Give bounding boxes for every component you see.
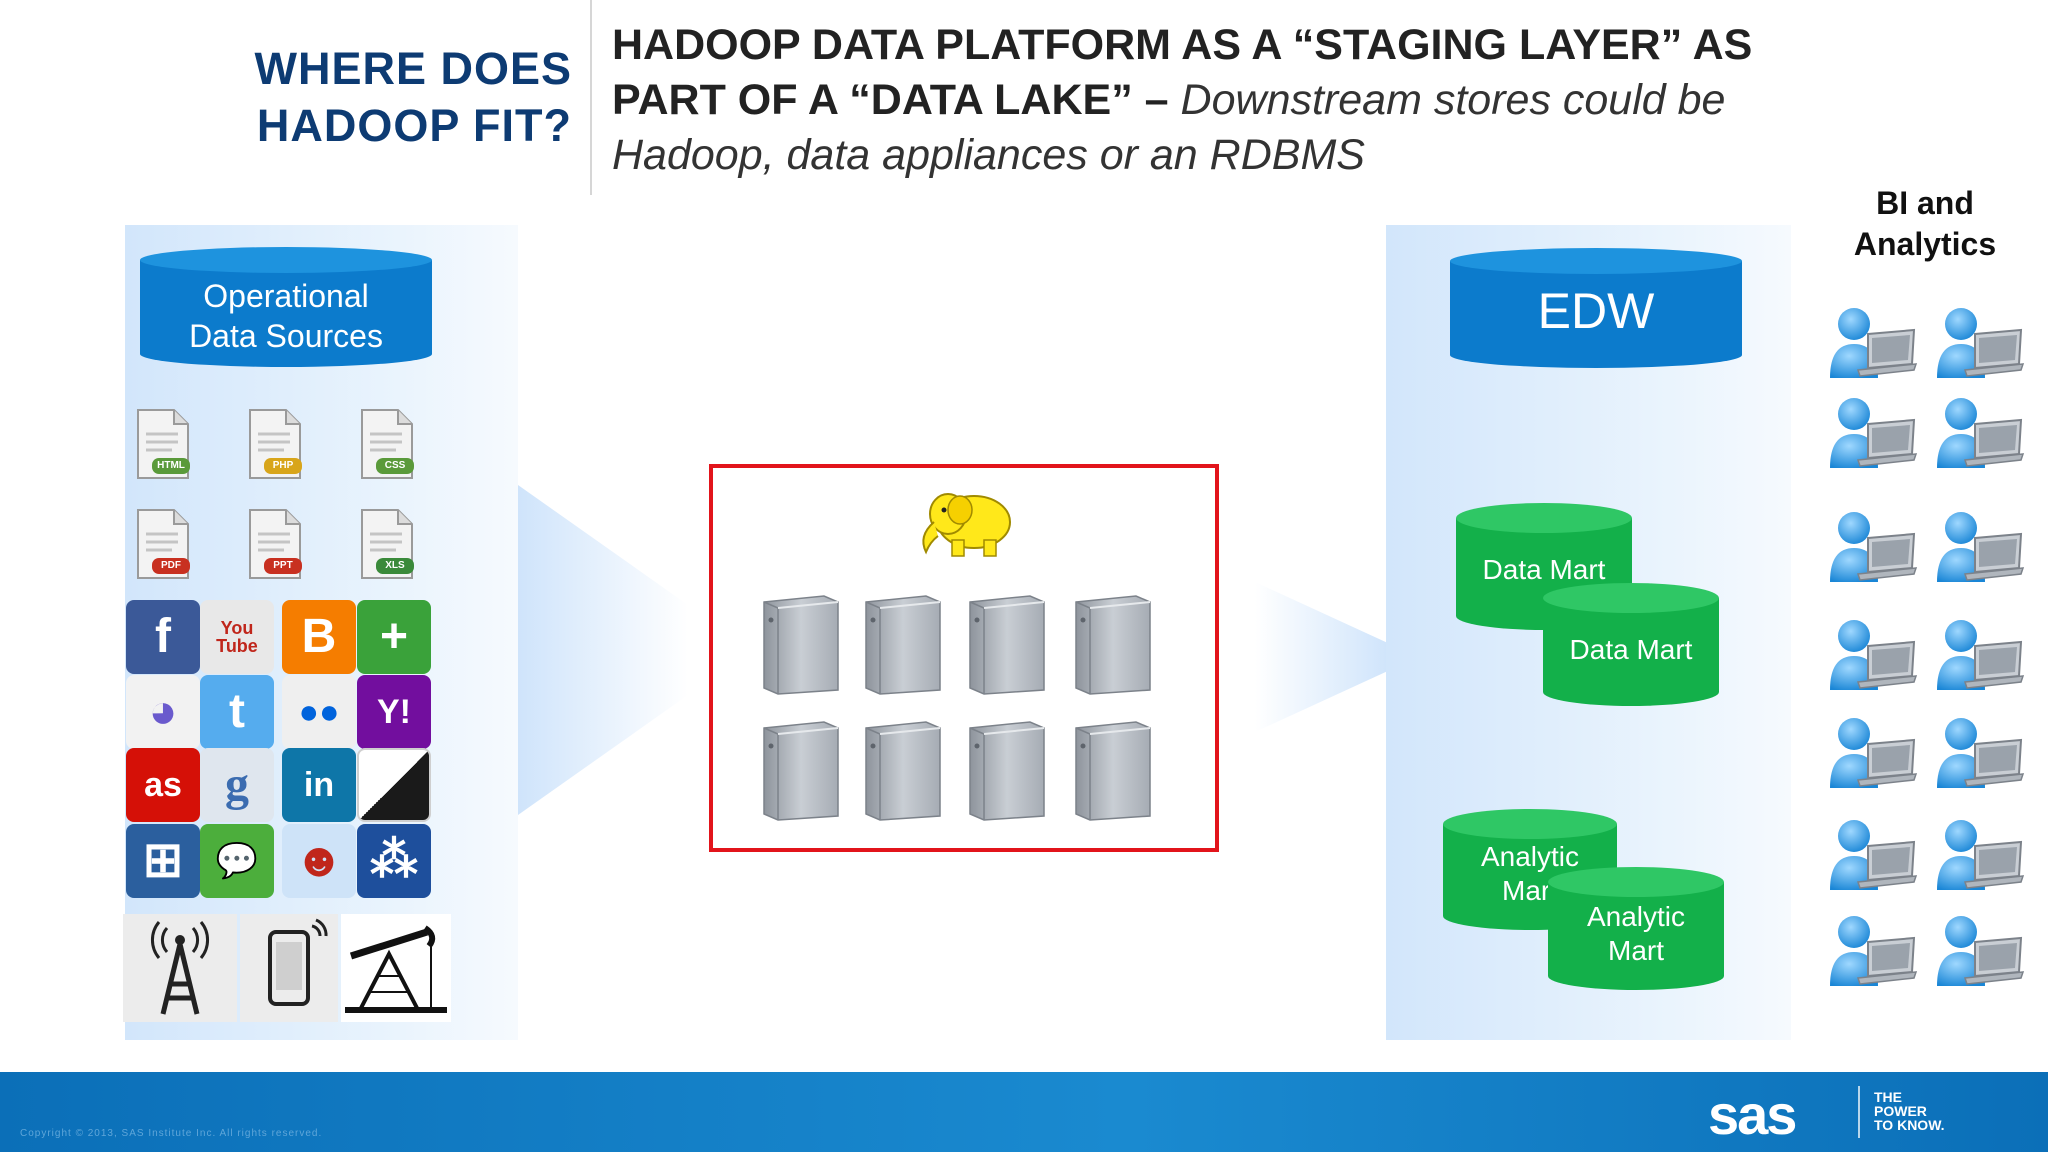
document-badge-label: PDF: [161, 560, 181, 571]
cylinder-shape: [140, 247, 432, 367]
header-divider: [590, 0, 592, 195]
linkedin-glyph: in: [303, 766, 335, 804]
blogger-icon: B: [282, 600, 356, 674]
delicious-icon: [357, 748, 431, 822]
analytic-mart-2-label: Analytic Mart: [1586, 901, 1686, 966]
analytic-mart-2-cylinder: Analytic Mart: [1548, 866, 1724, 990]
user-laptop-icon: [1935, 714, 2027, 792]
server-icon: [960, 718, 1046, 822]
lastfm-icon: as: [126, 748, 200, 822]
section-title-line-2: HADOOP FIT?: [256, 100, 572, 151]
google-icon: g: [200, 748, 274, 822]
chat-glyph: 💬: [215, 842, 259, 880]
picasa-glyph: ◕: [148, 685, 178, 738]
sas-logo: sas: [1708, 1083, 1797, 1146]
smartphone-icon: [240, 914, 338, 1022]
document-badge-label: PHP: [272, 460, 294, 471]
flickr-glyph: ●●: [298, 693, 340, 731]
twitter-glyph: t: [229, 685, 245, 738]
myspace-glyph: ⁂: [370, 834, 418, 887]
google-plus-icon: +: [357, 600, 431, 674]
user-laptop-icon: [1828, 912, 1920, 990]
cell-tower-icon: [123, 914, 237, 1022]
data-mart-2-label: Data Mart: [1569, 634, 1693, 665]
sas-tagline: THE POWER TO KNOW.: [1874, 1089, 1945, 1133]
headline-italic-2: Hadoop, data appliances or an RDBMS: [612, 131, 1365, 179]
hadoop-elephant-logo-icon: [922, 493, 1011, 557]
headline-italic-1: Downstream stores could be: [1180, 76, 1726, 124]
edw-label: EDW: [1537, 283, 1655, 339]
twitter-icon: t: [200, 675, 274, 749]
user-laptop-icon: [1828, 616, 1920, 694]
operational-sources-label: Operational Data Sources: [189, 278, 383, 354]
document-ppt-icon: PPT: [244, 508, 306, 580]
user-laptop-icon: [1935, 394, 2027, 472]
picasa-icon: ◕: [126, 675, 200, 749]
user-laptop-icon: [1935, 304, 2027, 382]
user-laptop-icon: [1828, 714, 1920, 792]
footer-bar: [0, 1072, 2048, 1152]
user-laptop-icon: [1935, 816, 2027, 894]
section-title-line-1: WHERE DOES: [254, 43, 572, 94]
myspace-icon: ⁂: [357, 824, 431, 898]
document-html-icon: HTML: [132, 408, 194, 480]
document-badge-label: XLS: [385, 560, 405, 571]
document-php-icon: PHP: [244, 408, 306, 480]
server-icon: [754, 718, 840, 822]
facebook-glyph: f: [155, 610, 171, 663]
user-laptop-icon: [1935, 616, 2027, 694]
user-laptop-icon: [1935, 912, 2027, 990]
reddit-icon: ☻: [282, 824, 356, 898]
yahoo-glyph: Y!: [377, 693, 411, 731]
server-icon: [754, 592, 840, 696]
network-icon: ⊞: [126, 824, 200, 898]
operational-sources-cylinder: Operational Data Sources: [140, 246, 432, 368]
document-pdf-icon: PDF: [132, 508, 194, 580]
server-icon: [856, 718, 942, 822]
network-glyph: ⊞: [142, 834, 184, 887]
data-mart-2-cylinder: Data Mart: [1543, 582, 1719, 706]
slide-headline: HADOOP DATA PLATFORM AS A “STAGING LAYER…: [612, 18, 1912, 183]
document-badge-label: HTML: [157, 460, 185, 471]
headline-bold-1: HADOOP DATA PLATFORM AS A “STAGING LAYER…: [612, 21, 1753, 69]
blogger-glyph: B: [301, 610, 337, 663]
arrow-to-stores: [1255, 582, 1390, 732]
copyright-text: Copyright © 2013, SAS Institute Inc. All…: [20, 1128, 323, 1139]
google-glyph: g: [225, 758, 249, 811]
linkedin-icon: in: [282, 748, 356, 822]
server-icon: [856, 592, 942, 696]
user-laptop-icon: [1828, 304, 1920, 382]
document-xls-icon: XLS: [356, 508, 418, 580]
arrow-to-hadoop: [518, 485, 688, 815]
document-badge-label: CSS: [384, 460, 406, 471]
data-mart-1-label: Data Mart: [1482, 554, 1606, 585]
server-icon: [1066, 718, 1152, 822]
user-laptop-icon: [1828, 394, 1920, 472]
flickr-icon: ●●: [282, 675, 356, 749]
document-badge-label: PPT: [273, 560, 293, 571]
server-icon: [1066, 592, 1152, 696]
facebook-icon: f: [126, 600, 200, 674]
reddit-glyph: ☻: [293, 834, 345, 887]
document-css-icon: CSS: [356, 408, 418, 480]
user-laptop-icon: [1828, 508, 1920, 586]
server-icon: [960, 592, 1046, 696]
youtube-icon: You Tube: [200, 600, 274, 674]
yahoo-icon: Y!: [357, 675, 431, 749]
bi-analytics-title: BI and Analytics: [1853, 185, 1997, 262]
headline-bold-2: PART OF A “DATA LAKE” –: [612, 76, 1169, 124]
user-laptop-icon: [1828, 816, 1920, 894]
logo-separator: [1858, 1086, 1860, 1138]
lastfm-glyph: as: [144, 766, 182, 804]
section-title: WHERE DOES HADOOP FIT?: [200, 40, 572, 154]
youtube-glyph: You Tube: [216, 618, 258, 656]
oil-pump-icon: [341, 914, 451, 1022]
chat-icon: 💬: [200, 824, 274, 898]
edw-cylinder: EDW: [1450, 247, 1742, 369]
google-plus-glyph: +: [379, 610, 409, 663]
user-laptop-icon: [1935, 508, 2027, 586]
